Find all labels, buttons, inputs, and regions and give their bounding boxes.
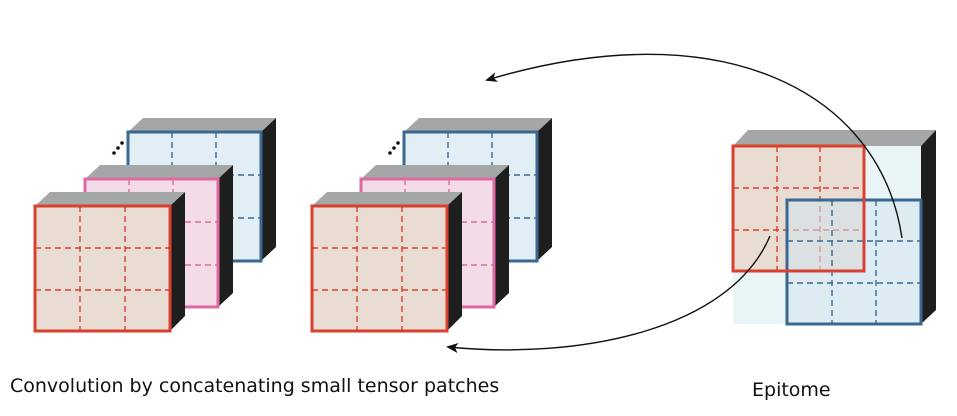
curved-arrow-top bbox=[485, 53, 903, 239]
curved-arrow-bottom bbox=[446, 235, 771, 353]
ellipsis-dots-icon bbox=[388, 141, 400, 155]
patch-stack-1 bbox=[33, 118, 276, 333]
patch-stack-2 bbox=[310, 118, 552, 333]
caption-convolution: Convolution by concatenating small tenso… bbox=[10, 375, 500, 397]
patch-red-front bbox=[33, 192, 185, 333]
caption-epitome: Epitome bbox=[752, 379, 831, 401]
ellipsis-dots-icon bbox=[112, 141, 124, 155]
patch-red-front bbox=[310, 192, 462, 333]
epitome-tensor bbox=[731, 130, 936, 326]
epitome-blue-window bbox=[785, 198, 923, 326]
